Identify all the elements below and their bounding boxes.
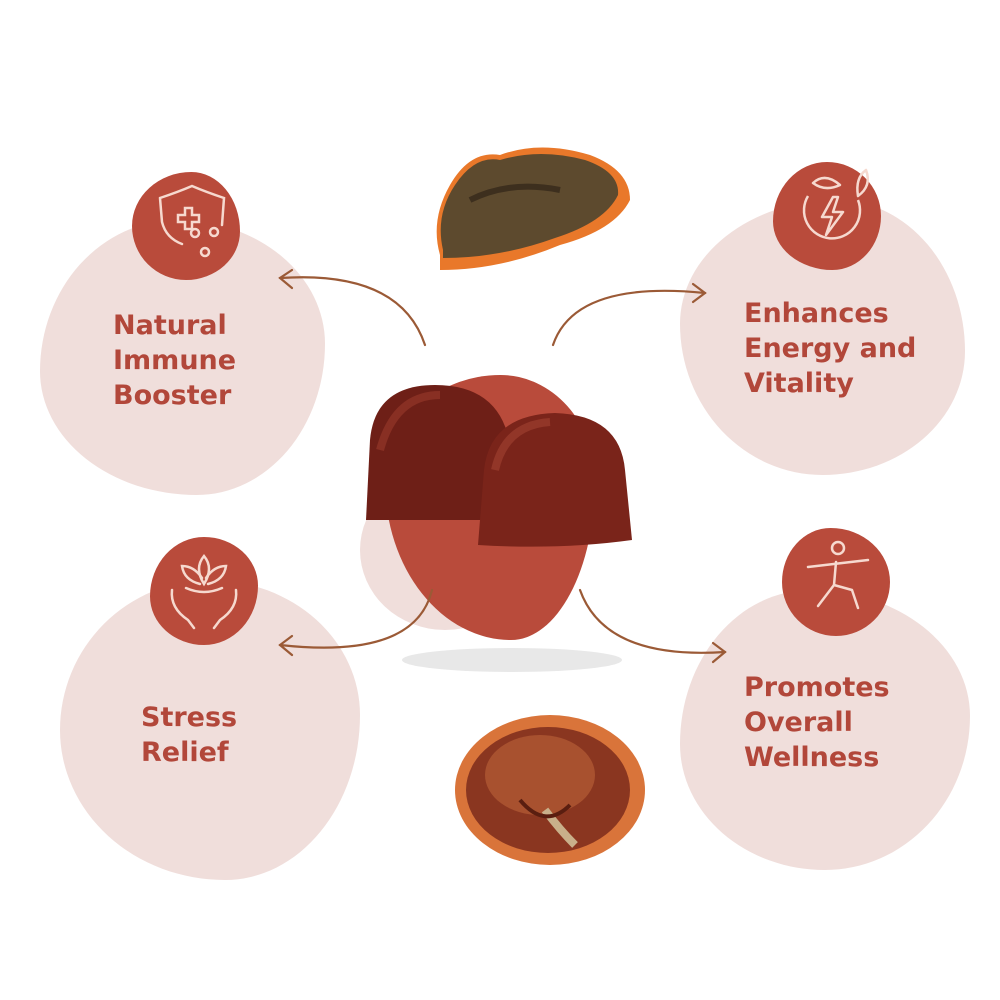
label-energy: Enhances Energy and Vitality <box>744 298 917 399</box>
label-wellness: Promotes Overall Wellness <box>744 672 890 773</box>
gummy-shadow <box>402 648 622 672</box>
dried-mushroom-image <box>436 147 630 270</box>
gummy-images <box>366 385 632 547</box>
yoga-pose-icon <box>806 540 870 610</box>
arrow-stress <box>278 588 434 649</box>
label-stress: Stress Relief <box>141 702 238 768</box>
blob-wellness <box>680 590 970 870</box>
gummy-front <box>478 413 632 547</box>
arrows <box>278 268 727 664</box>
badge-wellness <box>782 528 890 636</box>
label-immune: Natural Immune Booster <box>113 310 237 411</box>
arrow-wellness <box>578 588 727 654</box>
shield-plus-virus-icon <box>158 184 226 258</box>
lotus-hands-icon <box>170 554 238 630</box>
lightning-leaf-icon <box>802 168 869 240</box>
reishi-mushroom-image <box>455 715 645 865</box>
arrow-energy <box>551 289 707 347</box>
gummy-back <box>366 385 515 520</box>
arrow-immune <box>278 276 427 347</box>
